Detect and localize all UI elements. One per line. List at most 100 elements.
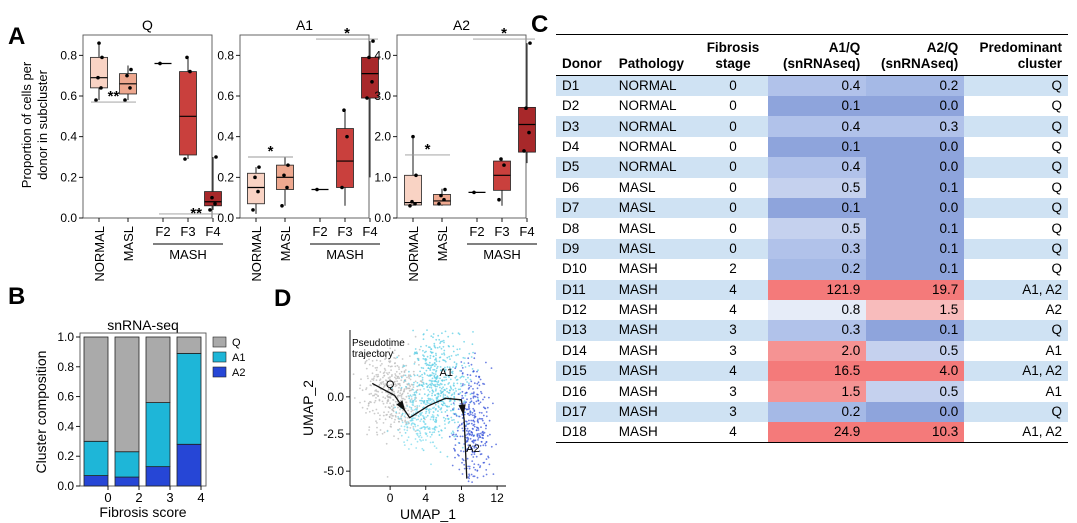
umap-point-a1	[403, 415, 406, 418]
umap-point-a1	[441, 332, 443, 335]
x-label-f3: F3	[337, 224, 352, 239]
umap-point-a2	[474, 439, 477, 442]
umap-point-a1	[403, 425, 406, 428]
umap-point-a1	[407, 395, 410, 397]
umap-point-a1	[447, 391, 450, 394]
umap-point-a2	[472, 445, 474, 448]
umap-point-a1	[431, 382, 434, 385]
b-x-label-2: 2	[135, 490, 142, 505]
umap-point-a2	[474, 413, 476, 415]
x-label-f2: F2	[469, 224, 484, 239]
umap-point-q	[380, 354, 383, 357]
umap-point-q	[377, 395, 379, 397]
umap-point-a2	[474, 415, 477, 418]
table-cell-2: 4	[697, 279, 769, 300]
umap-point-a1	[425, 350, 427, 353]
umap-point-a1	[437, 430, 440, 433]
data-point	[437, 201, 441, 206]
umap-point-q	[359, 401, 361, 404]
umap-point-a2	[472, 388, 474, 390]
umap-point-a2	[467, 408, 469, 411]
umap-point-a1	[455, 362, 458, 365]
umap-point-a1	[423, 373, 426, 375]
umap-point-a1	[437, 381, 439, 384]
umap-point-a1	[434, 429, 437, 431]
umap-point-a2	[461, 367, 464, 369]
umap-point-a2	[457, 425, 460, 428]
table-cell-1: MASH	[612, 422, 698, 443]
umap-point-a1	[435, 357, 437, 360]
umap-point-a1	[448, 345, 450, 348]
umap-point-a1	[416, 432, 419, 435]
umap-point-q	[386, 413, 388, 416]
umap-point-a1	[463, 362, 466, 364]
data-point	[97, 41, 101, 45]
umap-point-a2	[482, 444, 485, 447]
umap-point-a1	[422, 354, 424, 356]
umap-point-a1	[403, 379, 406, 382]
umap-point-a1	[413, 391, 416, 394]
umap-point-a1	[452, 389, 455, 391]
umap-point-q	[379, 364, 382, 367]
umap-point-q	[407, 417, 409, 419]
y-tick-label: 0.8	[217, 48, 234, 62]
umap-point-a2	[480, 390, 482, 393]
umap-point-q	[388, 358, 390, 361]
umap-point-q	[378, 418, 381, 420]
table-cell-2: 0	[697, 75, 769, 96]
umap-point-a1	[443, 420, 446, 422]
umap-point-a2	[468, 422, 471, 425]
umap-point-a1	[436, 346, 439, 349]
umap-point-a1	[461, 446, 464, 449]
data-point	[443, 187, 447, 192]
umap-point-a1	[416, 374, 419, 377]
table-cell-5: Q	[964, 401, 1068, 423]
umap-point-a1	[400, 386, 403, 389]
umap-point-a1	[420, 345, 422, 348]
umap-point-a2	[446, 414, 449, 417]
umap-point-a1	[407, 422, 410, 425]
umap-point-q	[407, 343, 410, 346]
umap-point-a1	[419, 414, 422, 416]
umap-point-a1	[440, 387, 443, 390]
umap-point-q	[401, 397, 403, 400]
data-point	[158, 61, 162, 66]
umap-point-a1	[446, 417, 449, 420]
umap-point-a1	[441, 400, 443, 403]
umap-point-a2	[456, 435, 459, 438]
umap-point-a2	[469, 437, 472, 440]
umap-point-a1	[434, 408, 437, 410]
umap-point-q	[398, 394, 401, 397]
facet-frame-a1	[239, 34, 370, 219]
data-point	[96, 75, 100, 80]
umap-point-a2	[473, 423, 476, 426]
umap-point-q	[389, 347, 392, 350]
sig-label: **	[190, 205, 202, 222]
table-header-line: (snRNAseq)	[783, 56, 861, 71]
umap-point-a2	[453, 447, 455, 450]
umap-point-a1	[427, 384, 430, 387]
umap-point-a2	[476, 444, 479, 446]
umap-point-a1	[436, 365, 439, 368]
data-point	[286, 163, 290, 167]
umap-point-a1	[440, 369, 443, 372]
umap-point-a2	[478, 417, 481, 420]
umap-point-q	[394, 374, 397, 377]
umap-point-q	[407, 421, 410, 423]
umap-point-a1	[426, 329, 428, 331]
data-point	[367, 55, 371, 60]
data-point	[253, 175, 257, 180]
umap-point-a1	[422, 381, 425, 384]
umap-point-a1	[450, 387, 453, 390]
data-point	[499, 157, 503, 161]
umap-point-a1	[434, 418, 437, 421]
umap-point-a2	[479, 401, 482, 404]
data-point	[99, 86, 103, 90]
umap-point-a1	[433, 375, 436, 378]
umap-point-a1	[453, 391, 456, 394]
trajectory-annotation-1: trajectory	[352, 349, 393, 360]
umap-point-a2	[485, 427, 487, 430]
umap-point-a1	[433, 445, 436, 448]
umap-point-q	[366, 407, 369, 410]
